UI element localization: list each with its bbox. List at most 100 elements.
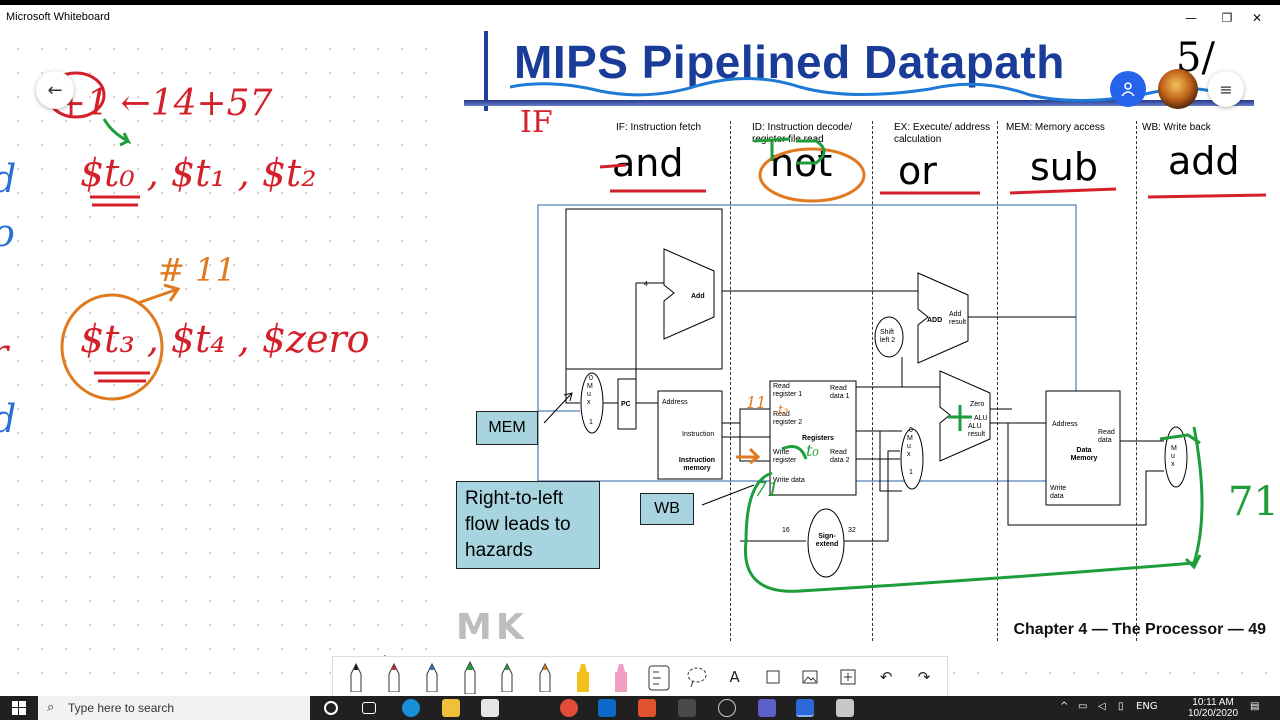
- pen-icon: [464, 660, 476, 694]
- chrome-icon[interactable]: [560, 699, 578, 717]
- image-tool[interactable]: [792, 657, 830, 697]
- whiteboard-taskbar-icon[interactable]: [796, 699, 814, 717]
- back-button[interactable]: ←: [36, 71, 74, 109]
- close-icon: ✕: [1251, 11, 1263, 25]
- pen-tool[interactable]: [375, 657, 413, 697]
- text-tool[interactable]: A: [716, 657, 754, 697]
- slide-footer: Chapter 4 — The Processor — 49: [1013, 621, 1266, 638]
- dp-write-reg: Write register: [773, 449, 797, 464]
- add-content-tool[interactable]: [829, 657, 867, 697]
- dp-mux-if-0: 0: [589, 375, 593, 382]
- pen-tool[interactable]: [526, 657, 564, 697]
- ink-annotation-1: +1 ←14+57: [56, 83, 273, 124]
- ink-t0-reg: t₀: [806, 441, 819, 460]
- whiteboard-canvas[interactable]: +1 ←14+57 $t₀ , $t₁ , $t₂ # 11 $t₃ , $t₄…: [0, 31, 1280, 695]
- file-explorer-icon[interactable]: [442, 699, 460, 717]
- stage-label-mem: MEM: Memory access: [1006, 122, 1105, 133]
- outlook-icon[interactable]: [598, 699, 616, 717]
- network-icon[interactable]: ▭: [1078, 701, 1088, 712]
- dp-mux-ex-0: 0: [909, 427, 913, 434]
- windows-icon: [12, 701, 26, 715]
- ink-71-right: 71: [1228, 479, 1279, 525]
- minimize-button[interactable]: —: [1168, 5, 1214, 31]
- clock-app-icon[interactable]: [718, 699, 736, 717]
- ink-underline-1: [90, 195, 140, 207]
- note-icon: [766, 670, 780, 683]
- sticky-note-tool[interactable]: [754, 657, 792, 697]
- undo-button[interactable]: ↶: [867, 657, 905, 697]
- wb-label-box: WB: [640, 493, 694, 525]
- lasso-tool[interactable]: [678, 657, 716, 697]
- dp-dm-address: Address: [1052, 421, 1078, 428]
- ink-instr-add: add: [1168, 139, 1240, 183]
- cortana-icon[interactable]: [324, 701, 338, 715]
- store-icon[interactable]: [481, 699, 499, 717]
- slide-image[interactable]: MIPS Pipelined Datapath 5/ IF: Instructi…: [440, 31, 1280, 661]
- stage-divider: [730, 121, 731, 641]
- dp-mux-ex: M u x: [907, 435, 913, 458]
- maximize-icon: ❐: [1221, 11, 1233, 25]
- teams-icon[interactable]: [758, 699, 776, 717]
- battery-icon[interactable]: ▯: [1118, 701, 1124, 712]
- ruler-tool[interactable]: [640, 657, 678, 697]
- arrow-left-icon: ←: [47, 79, 63, 101]
- mem-label-box: MEM: [476, 411, 538, 445]
- tray-chevron-icon[interactable]: ^: [1060, 701, 1069, 712]
- dp-mux-if: M u x: [587, 383, 593, 406]
- pen-icon: [501, 662, 513, 692]
- pen-tool[interactable]: [489, 657, 527, 697]
- user-avatar[interactable]: [1158, 69, 1198, 109]
- snipping-icon[interactable]: [836, 699, 854, 717]
- system-clock[interactable]: 10:11 AM 10/20/2020: [1188, 697, 1238, 719]
- highlighter-tool[interactable]: [564, 657, 602, 697]
- pen-tool[interactable]: [413, 657, 451, 697]
- invite-user-button[interactable]: [1110, 71, 1146, 107]
- notifications-icon[interactable]: ▤: [1250, 701, 1260, 712]
- stage-divider: [872, 121, 873, 641]
- search-icon: ⌕: [47, 700, 55, 715]
- highlighter-icon: [577, 663, 590, 692]
- wb-pointer-line: [701, 484, 755, 506]
- highlighter-tool[interactable]: [602, 657, 640, 697]
- task-view-icon[interactable]: [362, 702, 376, 714]
- stage-label-ex: EX: Execute/ address calculation: [894, 122, 991, 145]
- input-language[interactable]: ENG: [1136, 701, 1158, 712]
- close-button[interactable]: ✕: [1234, 5, 1280, 31]
- stage-label-if: IF: Instruction fetch: [616, 122, 702, 133]
- brave-icon[interactable]: [638, 699, 656, 717]
- volume-icon[interactable]: ◁: [1098, 701, 1106, 712]
- calculator-icon[interactable]: [678, 699, 696, 717]
- pen-icon: [350, 662, 362, 692]
- ink-instr-sub: sub: [1030, 145, 1099, 189]
- ink-stage-marks: [599, 137, 1267, 203]
- maximize-button[interactable]: ❐: [1204, 5, 1250, 31]
- edge-icon[interactable]: [402, 699, 420, 717]
- redo-button[interactable]: ↷: [905, 657, 943, 697]
- ink-circle-t3: [60, 283, 181, 401]
- dp-width-16: 16: [782, 527, 790, 534]
- settings-menu-button[interactable]: ≡: [1208, 71, 1244, 107]
- ink-instr-and: and: [612, 141, 684, 185]
- pen-tool-selected[interactable]: [451, 657, 489, 697]
- slide-accent-line: [484, 31, 488, 111]
- pen-tool[interactable]: [337, 657, 375, 697]
- taskbar-search[interactable]: ⌕ Type here to search: [38, 696, 310, 720]
- title-bar: Microsoft Whiteboard — ❐ ✕: [0, 5, 1280, 31]
- ink-registers-2: $t₃ , $t₄ , $zero: [80, 317, 370, 361]
- dp-write-data: Write data: [773, 477, 805, 484]
- clock-time: 10:11 AM: [1192, 697, 1234, 708]
- ink-instr-or: or: [898, 149, 937, 193]
- ink-edge-o: o: [0, 211, 15, 255]
- dp-read-data1: Read data 1: [830, 385, 850, 400]
- taskbar: ⌕ Type here to search ^ ▭ ◁ ▯ ENG 10:11 …: [0, 696, 1280, 720]
- hamburger-icon: ≡: [1219, 79, 1233, 99]
- stage-label-wb: WB: Write back: [1142, 122, 1211, 133]
- image-icon: [802, 670, 818, 683]
- dp-alu-result: ALU result: [968, 423, 986, 438]
- dp-add2: ADD: [927, 317, 943, 324]
- ruler-icon: [648, 665, 670, 690]
- dp-sign-extend: Sign-extend: [815, 533, 839, 548]
- dp-read-data2: Read data 2: [830, 449, 850, 464]
- start-button[interactable]: [0, 696, 38, 720]
- stage-divider: [1136, 121, 1137, 641]
